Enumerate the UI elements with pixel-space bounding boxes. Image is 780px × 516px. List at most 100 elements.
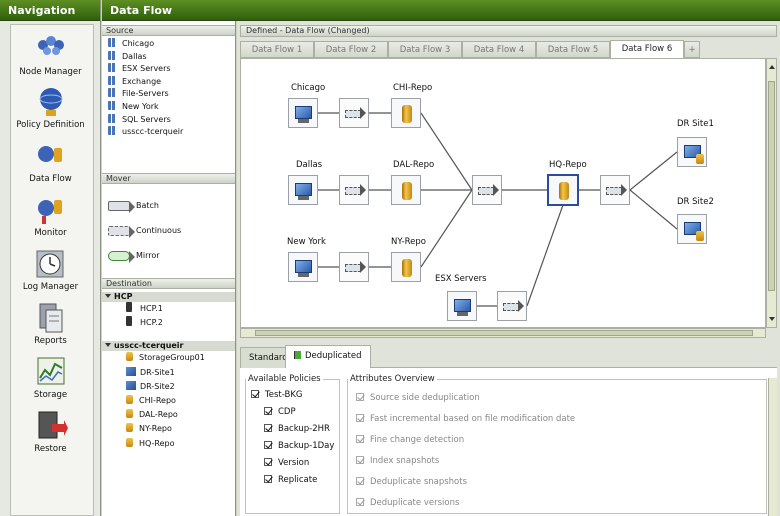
attribute-checkbox: Deduplicate snapshots: [356, 477, 467, 487]
policy-vertical-scrollbar[interactable]: [768, 378, 777, 516]
checkbox-checked-icon: [264, 441, 272, 449]
nav-reports[interactable]: Reports: [0, 302, 101, 346]
nav-label: Log Manager: [22, 282, 79, 292]
mover-batch[interactable]: [339, 98, 369, 128]
checkbox-checked-icon: [264, 458, 272, 466]
mover-item-continuous[interactable]: Continuous: [108, 222, 181, 247]
node-chicago[interactable]: [288, 98, 318, 128]
destination-item[interactable]: HCP.2: [126, 316, 235, 330]
mirror-mover-icon: [108, 250, 135, 263]
source-item[interactable]: Dallas: [108, 50, 235, 64]
node-dal-repo[interactable]: [391, 175, 421, 205]
flow-connections: [317, 112, 678, 307]
tab-data-flow-4[interactable]: Data Flow 4: [462, 41, 536, 58]
destination-item[interactable]: NY-Repo: [126, 422, 235, 436]
source-item[interactable]: ESX Servers: [108, 63, 235, 76]
canvas-vertical-scrollbar[interactable]: [766, 58, 777, 328]
source-item[interactable]: SQL Servers: [108, 113, 235, 127]
hcp-icon: [126, 302, 132, 312]
destination-header: Destination: [102, 278, 235, 289]
node-label-dr-site2: DR Site2: [677, 197, 714, 207]
mover-item-batch[interactable]: Batch: [108, 197, 181, 222]
canvas-horizontal-scrollbar[interactable]: [240, 328, 766, 338]
mover-batch[interactable]: [472, 175, 502, 205]
mover-item-mirror[interactable]: Mirror: [108, 247, 181, 272]
policy-checkbox-test-bkg[interactable]: Test-BKG: [251, 390, 303, 400]
policy-checkbox-replicate[interactable]: Replicate: [264, 475, 317, 485]
node-hq-repo[interactable]: [547, 174, 579, 206]
collapse-icon: [105, 343, 111, 348]
source-item[interactable]: Exchange: [108, 75, 235, 89]
mover-batch[interactable]: [497, 291, 527, 321]
page-title: Data Flow: [102, 0, 780, 21]
node-dr-site1[interactable]: [677, 137, 707, 167]
node-label-new-york: New York: [287, 237, 326, 247]
nav-data-flow[interactable]: Data Flow: [0, 140, 101, 184]
policy-checkbox-backup-1day[interactable]: Backup-1Day: [264, 441, 334, 451]
source-item[interactable]: New York: [108, 100, 235, 114]
flow-canvas[interactable]: Chicago CHI-Repo Dallas DAL-Repo New Yor…: [240, 58, 766, 328]
nav-label: Policy Definition: [16, 120, 85, 130]
computer-icon: [295, 260, 312, 273]
source-item[interactable]: File-Servers: [108, 88, 235, 101]
server-icon: [108, 38, 118, 47]
node-manager-icon: [34, 33, 68, 65]
server-icon: [108, 100, 118, 110]
nav-log-manager[interactable]: Log Manager: [0, 248, 101, 292]
mover-batch[interactable]: [600, 175, 630, 205]
repository-icon: [402, 259, 412, 277]
destination-item[interactable]: DR-Site1: [126, 366, 235, 380]
site-icon: [126, 366, 136, 376]
attribute-checkbox: Deduplicate versions: [356, 498, 459, 508]
mover-batch[interactable]: [339, 175, 369, 205]
mover-batch[interactable]: [339, 252, 369, 282]
checkbox-checked-icon: [356, 393, 364, 401]
destination-item[interactable]: CHI-Repo: [126, 394, 235, 408]
repository-icon: [126, 423, 133, 433]
node-dr-site2[interactable]: [677, 214, 707, 244]
server-icon: [108, 113, 118, 123]
restore-icon: [34, 410, 68, 442]
policy-checkbox-backup-2hr[interactable]: Backup-2HR: [264, 424, 330, 434]
checkbox-checked-icon: [356, 435, 364, 443]
tab-data-flow-2[interactable]: Data Flow 2: [314, 41, 388, 58]
tab-data-flow-1[interactable]: Data Flow 1: [240, 41, 314, 58]
tab-data-flow-5[interactable]: Data Flow 5: [536, 41, 610, 58]
flow-tabs: Data Flow 1 Data Flow 2 Data Flow 3 Data…: [240, 40, 777, 59]
source-list: Chicago Dallas ESX Servers Exchange File…: [102, 36, 235, 139]
attribute-checkbox: Index snapshots: [356, 456, 439, 466]
destination-item[interactable]: HCP.1: [126, 302, 235, 316]
node-chi-repo[interactable]: [391, 98, 421, 128]
node-new-york[interactable]: [288, 252, 318, 282]
policy-panel: Available Policies Test-BKG CDP Backup-2…: [240, 368, 777, 516]
destination-item[interactable]: StorageGroup01: [126, 351, 235, 365]
policy-checkbox-version[interactable]: Version: [264, 458, 309, 468]
add-tab-button[interactable]: +: [684, 41, 700, 58]
destination-group-hcp[interactable]: HCP: [102, 292, 235, 302]
node-dallas[interactable]: [288, 175, 318, 205]
source-item[interactable]: usscc-tcerqueir: [108, 126, 235, 139]
scroll-thumb[interactable]: [255, 330, 753, 336]
destination-group-usscc[interactable]: usscc-tcerqueir: [102, 341, 235, 352]
nav-storage[interactable]: Storage: [0, 356, 101, 400]
policy-checkbox-cdp[interactable]: CDP: [264, 407, 296, 417]
destination-item[interactable]: DAL-Repo: [126, 408, 235, 422]
source-item[interactable]: Chicago: [108, 38, 235, 51]
computer-icon: [454, 299, 471, 312]
node-ny-repo[interactable]: [391, 252, 421, 282]
tab-data-flow-6[interactable]: Data Flow 6: [610, 40, 684, 59]
nav-monitor[interactable]: Monitor: [0, 194, 101, 238]
destination-item[interactable]: DR-Site2: [126, 380, 235, 394]
tab-deduplicated[interactable]: Deduplicated: [285, 345, 371, 369]
mover-list: Batch Continuous Mirror: [102, 191, 181, 272]
scroll-thumb[interactable]: [768, 81, 775, 291]
node-esx-servers[interactable]: [447, 291, 477, 321]
nav-policy-definition[interactable]: Policy Definition: [0, 86, 101, 130]
nav-node-manager[interactable]: Node Manager: [0, 33, 101, 77]
server-icon: [108, 75, 118, 85]
scroll-down-icon: [769, 317, 775, 321]
tab-data-flow-3[interactable]: Data Flow 3: [388, 41, 462, 58]
nav-restore[interactable]: Restore: [0, 410, 101, 454]
checkbox-checked-icon: [251, 390, 259, 398]
destination-item[interactable]: HQ-Repo: [126, 437, 235, 451]
